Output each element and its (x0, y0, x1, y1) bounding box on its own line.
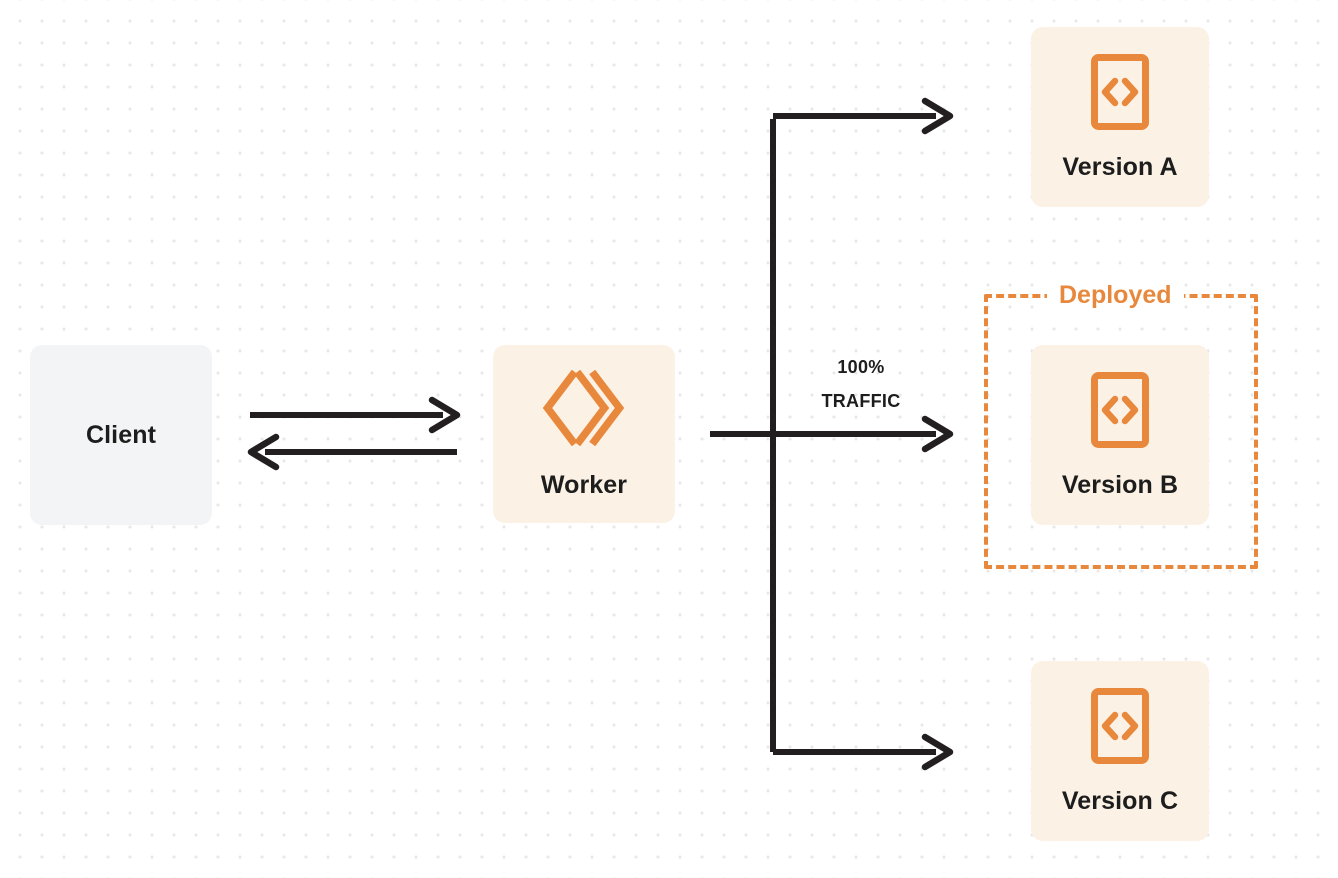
arrow-worker-to-version-c (773, 733, 954, 771)
node-version-b-label: Version B (1061, 471, 1179, 499)
node-version-c-label: Version C (1061, 787, 1179, 815)
node-client-label: Client (85, 420, 157, 449)
node-worker-label: Worker (540, 471, 628, 499)
arrow-worker-to-client (247, 433, 457, 471)
node-worker[interactable]: Worker (493, 345, 675, 523)
node-version-b[interactable]: Version B (1031, 345, 1209, 525)
node-version-a-label: Version A (1062, 153, 1178, 181)
deployed-group-label: Deployed (1047, 281, 1184, 309)
arrow-client-to-worker (250, 396, 461, 434)
code-file-icon (1091, 372, 1149, 453)
arrow-worker-to-version-a (770, 97, 954, 752)
node-version-a[interactable]: Version A (1031, 27, 1209, 207)
traffic-percent-value: 100% (837, 357, 885, 377)
arrow-worker-to-version-b (710, 415, 954, 453)
code-file-icon (1091, 54, 1149, 135)
node-version-c[interactable]: Version C (1031, 661, 1209, 841)
node-client[interactable]: Client (30, 345, 212, 525)
traffic-percentage-label: 100% TRAFFIC (790, 350, 932, 418)
traffic-word-label: TRAFFIC (821, 391, 901, 411)
cloudflare-workers-icon (541, 369, 627, 451)
code-file-icon (1091, 688, 1149, 769)
